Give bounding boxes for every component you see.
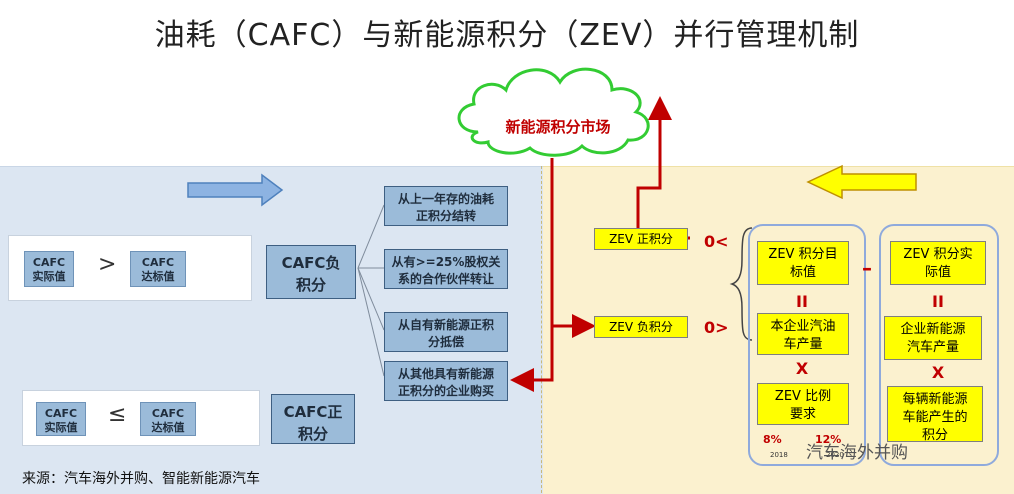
- blue-block-arrow-right: [187, 173, 284, 207]
- red-flow-lines: [510, 96, 672, 392]
- zev-positive-label: ZEV 正积分: [594, 228, 688, 250]
- zev-actual-box: ZEV 积分实 际值: [890, 241, 986, 285]
- actual-frame: [879, 224, 999, 466]
- greater-than-op: >: [98, 252, 117, 277]
- yellow-block-arrow-left: [806, 164, 917, 200]
- nev-production-box: 企业新能源 汽车产量: [884, 316, 982, 360]
- cafc-target-2: CAFC 达标值: [140, 402, 196, 436]
- cmp-negative: 0>: [704, 318, 729, 337]
- cloud-shape: [457, 67, 650, 157]
- per-car-credit-box: 每辆新能源 车能产生的 积分: [887, 386, 983, 442]
- cafc-actual-1: CAFC 实际值: [24, 251, 74, 287]
- target-frame: [748, 224, 866, 466]
- option-purchase: 从其他具有新能源 正积分的企业购买: [384, 361, 508, 401]
- option-own-nev-offset: 从自有新能源正积 分抵偿: [384, 312, 508, 352]
- cafc-positive-credit: CAFC正 积分: [271, 394, 355, 444]
- panel-divider: [541, 166, 544, 493]
- zev-target-box: ZEV 积分目 标值: [757, 241, 849, 285]
- page-title: 油耗（CAFC）与新能源积分（ZEV）并行管理机制: [154, 18, 860, 53]
- ratio-2018: 8%: [763, 433, 782, 446]
- curly-brace: [729, 227, 753, 341]
- year-2020: 2020: [826, 451, 844, 459]
- cloud-label: 新能源积分市场: [505, 118, 611, 136]
- source-note: 来源：汽车海外并购、智能新能源汽车: [22, 471, 260, 487]
- fan-lines: [357, 204, 385, 377]
- ratio-2020: 12%: [815, 433, 842, 446]
- option-partner-transfer: 从有>=25%股权关 系的合作伙伴转让: [384, 249, 508, 289]
- cafc-actual-2: CAFC 实际值: [36, 402, 86, 436]
- year-2018: 2018: [770, 451, 788, 459]
- less-equal-op: ≤: [108, 402, 127, 427]
- eq-sign-1: II: [796, 292, 808, 311]
- times-sign-1: X: [795, 359, 809, 378]
- cafc-target-1: CAFC 达标值: [130, 251, 186, 287]
- eq-sign-2: II: [932, 292, 944, 311]
- zev-negative-label: ZEV 负积分: [594, 316, 688, 338]
- minus-sign: –: [862, 256, 872, 280]
- zev-ratio-box: ZEV 比例 要求: [757, 383, 849, 425]
- times-sign-2: X: [931, 363, 945, 382]
- ice-production-box: 本企业汽油 车产量: [757, 313, 849, 355]
- option-carry-over: 从上一年存的油耗 正积分结转: [384, 186, 508, 226]
- cmp-positive: 0<: [704, 232, 729, 251]
- cafc-negative-credit: CAFC负 积分: [266, 245, 356, 299]
- watermark: 汽车海外并购: [806, 443, 908, 463]
